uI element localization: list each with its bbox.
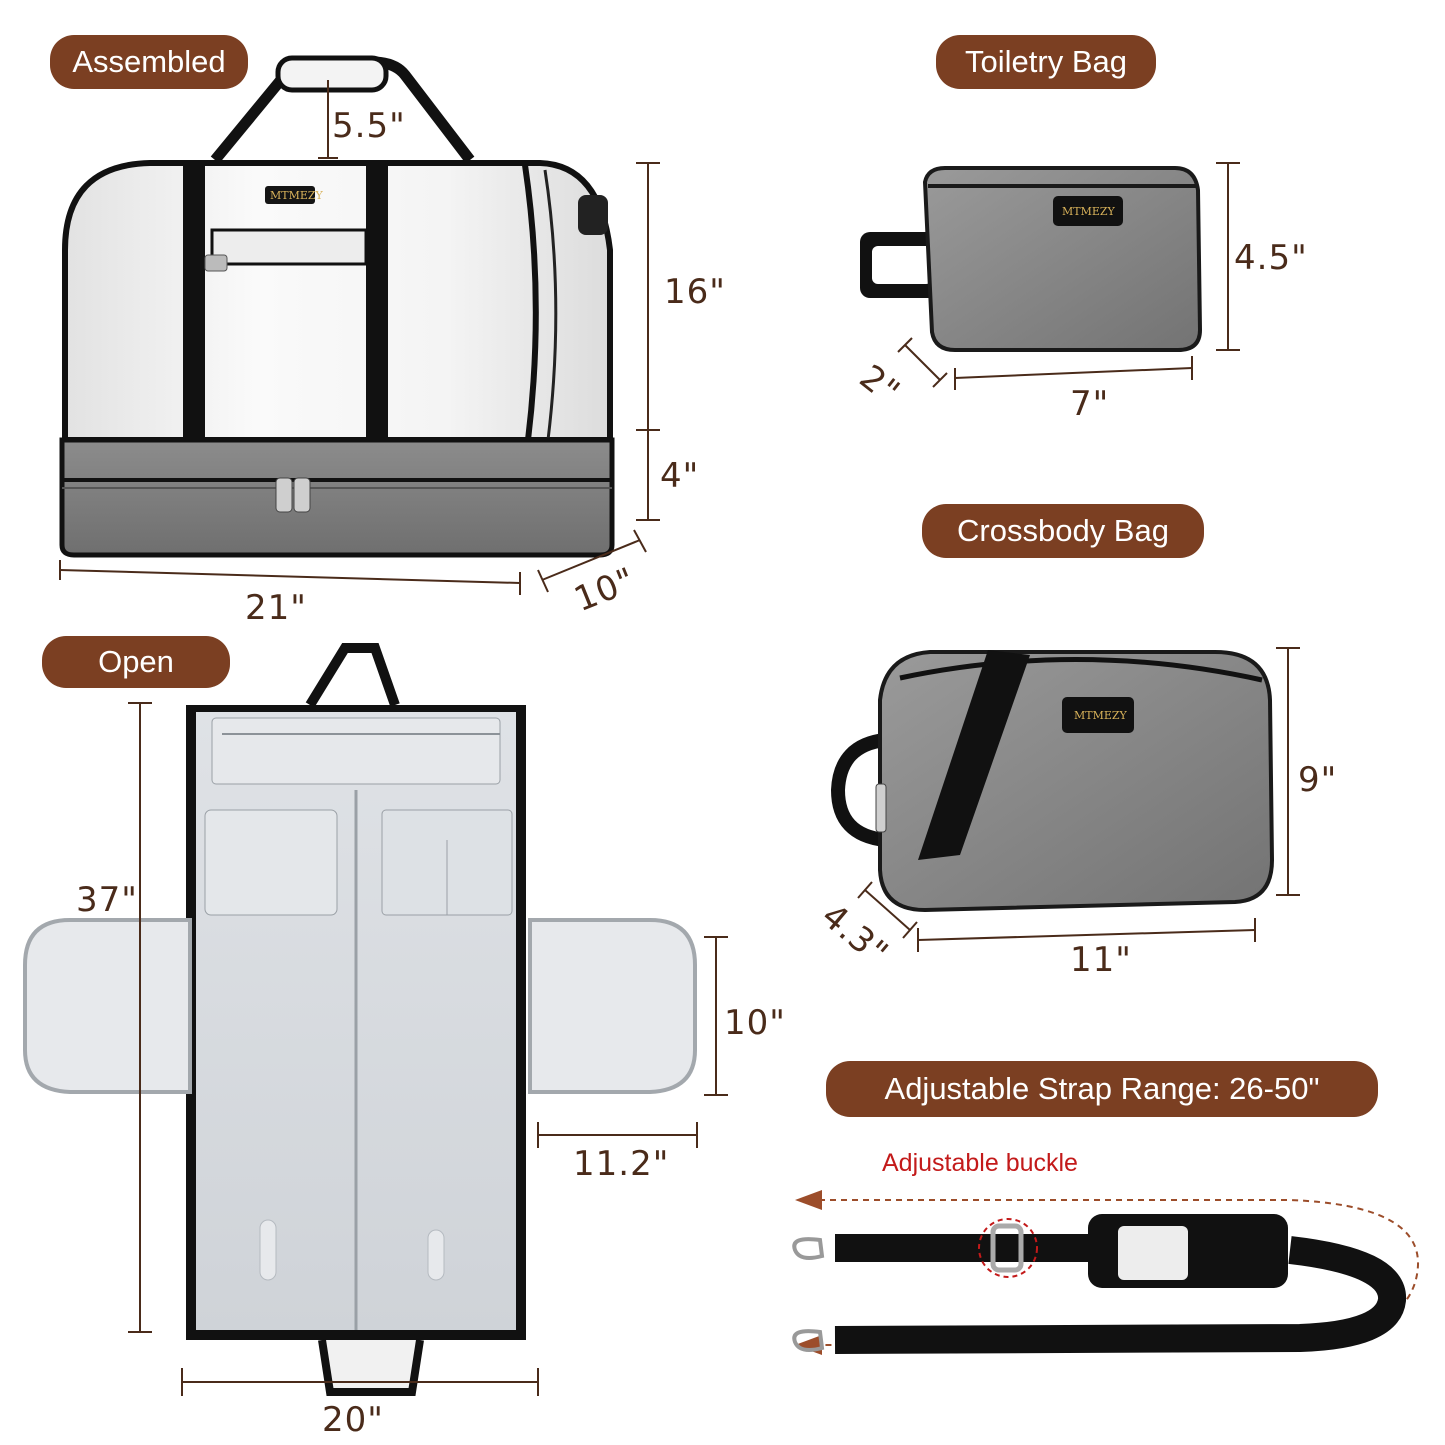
assembled-duffel-bag: MTMEZY <box>59 55 615 558</box>
brand-logo: MTMEZY <box>270 189 324 202</box>
toiletry-height-dim: 4.5" <box>1234 238 1308 278</box>
open-garment-bag <box>23 643 697 1396</box>
crossbody-width-dim: 11" <box>1070 940 1132 980</box>
crossbody-bag: MTMEZY <box>830 650 1275 913</box>
open-flap-height-dim: 10" <box>724 1003 786 1043</box>
open-label: Open <box>42 636 230 688</box>
adjustable-strap <box>792 1190 1420 1355</box>
toiletry-bag-label: Toiletry Bag <box>936 35 1156 89</box>
assembled-dimension-lines <box>59 80 660 595</box>
toiletry-width-dim: 7" <box>1070 384 1110 424</box>
crossbody-brand-logo: MTMEZY <box>1074 709 1128 722</box>
assembled-height-top-dim: 16" <box>664 272 726 312</box>
open-length-dim: 37" <box>76 880 138 920</box>
strap-range-label: Adjustable Strap Range: 26-50" <box>826 1061 1378 1117</box>
open-width-dim: 20" <box>322 1400 384 1440</box>
crossbody-height-dim: 9" <box>1298 760 1338 800</box>
toiletry-brand-logo: MTMEZY <box>1062 205 1116 218</box>
toiletry-dimension-lines <box>897 162 1240 390</box>
assembled-handle-dim: 5.5" <box>332 106 406 146</box>
assembled-label: Assembled <box>50 35 248 89</box>
open-dimension-lines <box>128 702 728 1396</box>
toiletry-bag: MTMEZY <box>860 166 1203 352</box>
assembled-width-dim: 21" <box>245 588 307 628</box>
open-flap-width-dim: 11.2" <box>573 1144 670 1184</box>
crossbody-dimension-lines <box>857 647 1300 952</box>
crossbody-bag-label: Crossbody Bag <box>922 504 1204 558</box>
assembled-height-bottom-dim: 4" <box>660 456 700 496</box>
adjustable-buckle-note: Adjustable buckle <box>882 1149 1078 1177</box>
